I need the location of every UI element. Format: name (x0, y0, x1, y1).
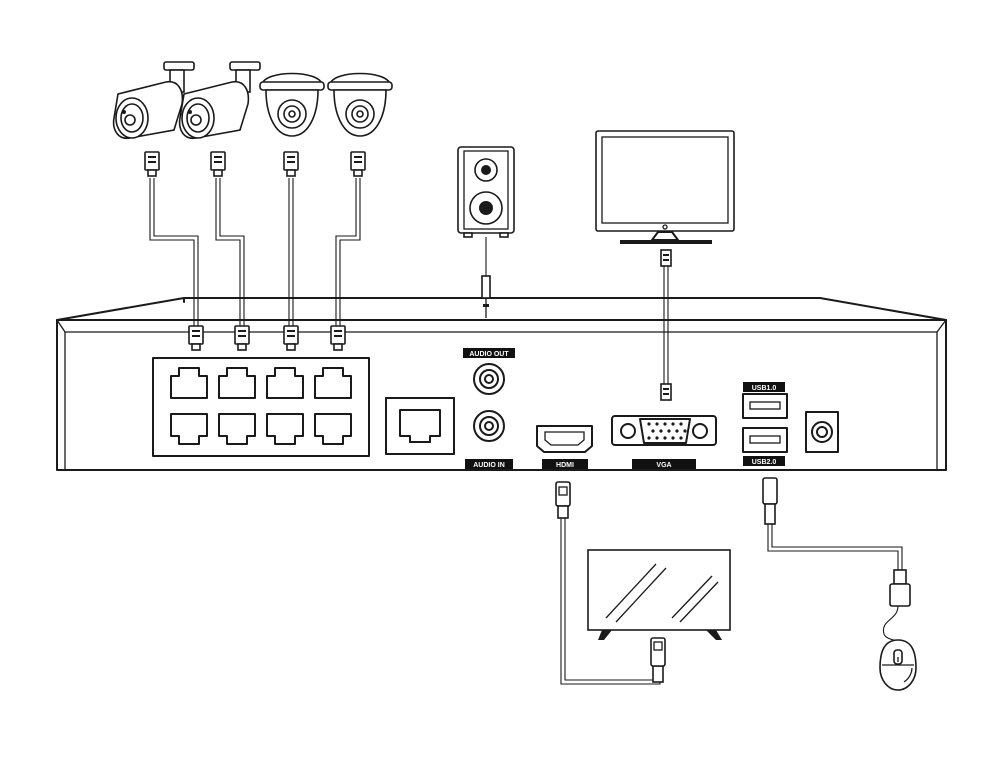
audio-in-jack[interactable] (473, 410, 505, 442)
rj45-plug (283, 325, 299, 351)
dome-camera-icon (259, 72, 325, 137)
usb-cable (762, 477, 911, 643)
vga-pin (671, 436, 675, 440)
svg-text:AUDIO IN: AUDIO IN (473, 462, 505, 469)
vga-pin (655, 436, 659, 440)
poe-port[interactable] (314, 413, 352, 445)
vga-pin (663, 422, 667, 426)
usb2-label: USB2.0 (743, 456, 785, 466)
audio-cable (481, 237, 491, 318)
vga-pin (651, 429, 655, 433)
tv-icon (587, 549, 731, 640)
poe-port[interactable] (314, 367, 352, 399)
vga-label: VGA (632, 459, 696, 469)
monitor-icon (595, 130, 735, 244)
rj45-plug (350, 151, 366, 177)
audio-out-label: AUDIO OUT (463, 348, 515, 358)
rj45-plug (234, 325, 250, 351)
rj45-plugs (144, 151, 366, 351)
audio-out-jack[interactable] (473, 363, 505, 395)
audio-in-label: AUDIO IN (465, 459, 513, 469)
rj45-plug (330, 325, 346, 351)
vga-pin (671, 422, 675, 426)
bullet-camera-icon (178, 61, 261, 140)
usb2-port[interactable] (742, 427, 788, 453)
vga-cable (660, 249, 672, 401)
poe-port[interactable] (218, 367, 256, 399)
vga-pin (667, 429, 671, 433)
poe-port[interactable] (170, 413, 208, 445)
nvr-recorder (56, 297, 947, 471)
bullet-camera-icon (112, 61, 195, 140)
svg-text:VGA: VGA (656, 462, 671, 469)
usb1-port[interactable] (742, 393, 788, 419)
vga-pin (647, 436, 651, 440)
vga-pin (659, 429, 663, 433)
svg-text:USB2.0: USB2.0 (752, 459, 777, 466)
rj45-plug (144, 151, 160, 177)
svg-text:HDMI: HDMI (556, 462, 574, 469)
vga-pin (663, 436, 667, 440)
dome-camera-icon (327, 72, 393, 137)
poe-port-block (152, 357, 370, 457)
poe-port[interactable] (170, 367, 208, 399)
hdmi-label: HDMI (542, 459, 588, 469)
vga-port[interactable] (611, 415, 717, 446)
rj45-plug (188, 325, 204, 351)
vga-pin (679, 436, 683, 440)
usb1-label: USB1.0 (743, 382, 785, 392)
hdmi-cable (555, 481, 666, 685)
svg-text:USB1.0: USB1.0 (752, 385, 777, 392)
mouse-icon (879, 639, 917, 691)
camera-cables (149, 178, 361, 326)
rj45-plug (210, 151, 226, 177)
vga-pin (683, 429, 687, 433)
lan-port[interactable] (385, 397, 455, 455)
poe-ports (170, 367, 352, 445)
vga-pin (655, 422, 659, 426)
vga-pin (675, 429, 679, 433)
speaker-icon (457, 146, 515, 238)
poe-port[interactable] (218, 413, 256, 445)
rj45-plug (283, 151, 299, 177)
svg-text:AUDIO OUT: AUDIO OUT (469, 351, 509, 358)
vga-pin (647, 422, 651, 426)
poe-port[interactable] (266, 367, 304, 399)
power-socket[interactable] (805, 411, 839, 453)
hdmi-port[interactable] (536, 425, 593, 453)
poe-port[interactable] (266, 413, 304, 445)
vga-pin (679, 422, 683, 426)
vga-pins (647, 422, 687, 440)
